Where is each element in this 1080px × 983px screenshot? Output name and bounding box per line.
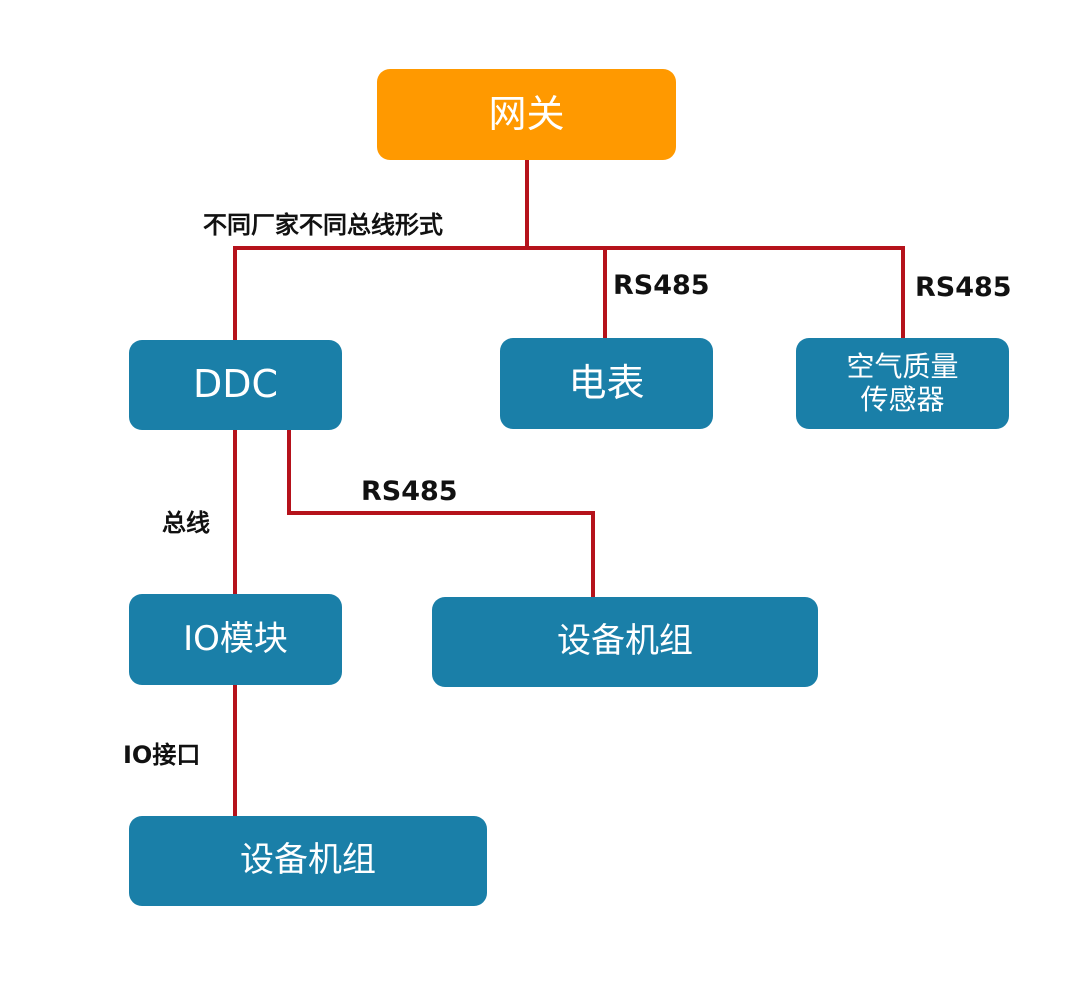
edge-label-ddc-equipment: RS485 (361, 476, 458, 507)
edge-label-gateway-meter: RS485 (613, 270, 710, 301)
ddc-node[interactable]: DDC (129, 340, 342, 430)
edge-label-io-equipment: IO接口 (123, 741, 201, 769)
equipment-bottom-label: 设备机组 (240, 840, 376, 881)
air-quality-sensor-node[interactable]: 空气质量 传感器 (796, 338, 1009, 429)
ddc-label: DDC (192, 362, 279, 407)
io-module-node[interactable]: IO模块 (129, 594, 342, 685)
meter-label: 电表 (568, 360, 645, 405)
io-module-label: IO模块 (183, 618, 288, 659)
edge-label-ddc-io: 总线 (162, 509, 210, 537)
gateway-label: 网关 (488, 91, 565, 136)
air-sensor-label-line1: 空气质量 (846, 350, 959, 384)
meter-node[interactable]: 电表 (500, 338, 713, 429)
edge-label-gateway-ddc: 不同厂家不同总线形式 (203, 211, 443, 239)
air-sensor-label-line2: 传感器 (860, 382, 945, 416)
edge-label-gateway-air-sensor: RS485 (915, 272, 1012, 303)
equipment-right-label: 设备机组 (557, 621, 693, 662)
connector-ddc-to-equipment (287, 428, 595, 599)
equipment-node-bottom[interactable]: 设备机组 (129, 816, 487, 906)
gateway-node[interactable]: 网关 (377, 69, 676, 160)
equipment-node-right[interactable]: 设备机组 (432, 597, 818, 687)
